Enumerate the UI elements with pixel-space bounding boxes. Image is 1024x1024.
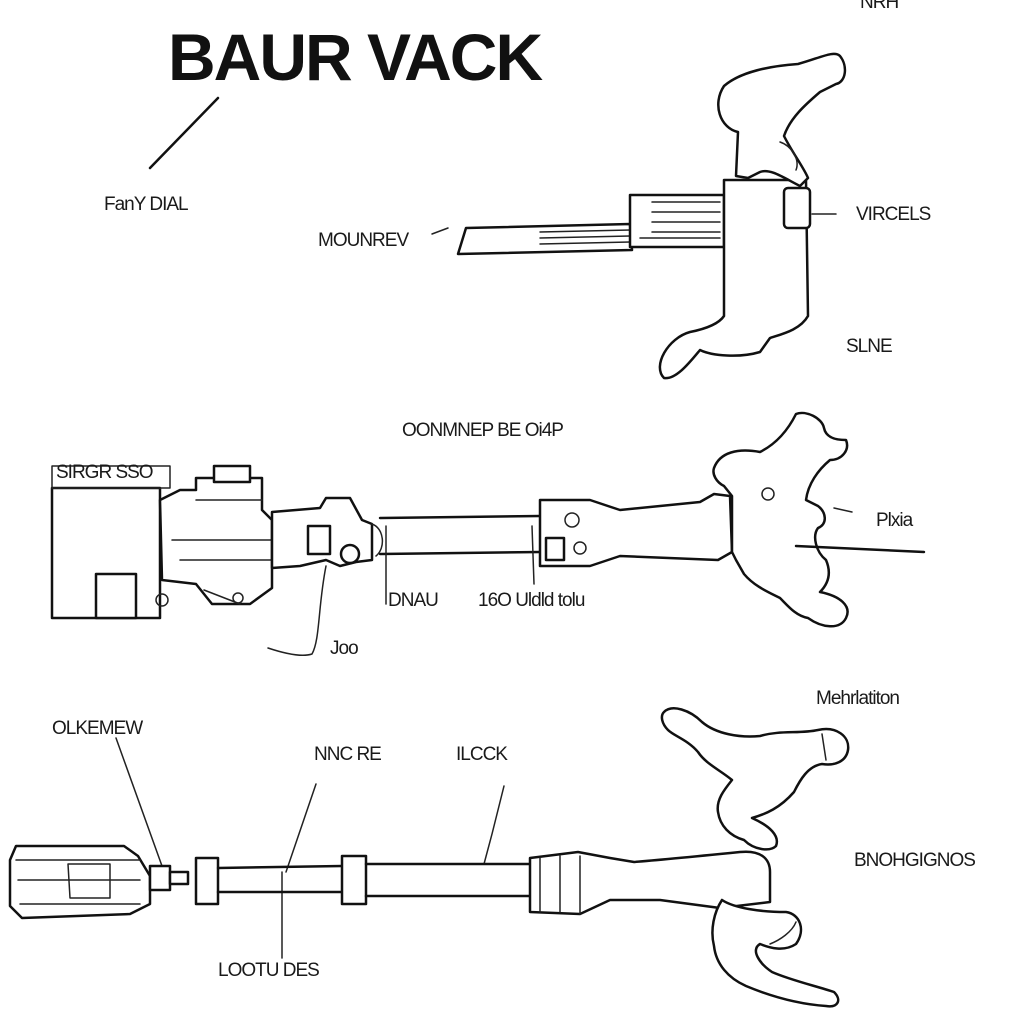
floor-head [528, 850, 772, 916]
wand [216, 864, 344, 894]
label-fan-dial: FanY DIAL [104, 194, 188, 215]
nozzle [456, 222, 634, 256]
title-leader-line [148, 96, 220, 170]
label-joo: Joo [330, 638, 358, 659]
label-plus: Plxia [876, 510, 914, 531]
left-box-inner [94, 572, 138, 620]
middle-assembly [50, 411, 926, 657]
label-connector: OONMNEP BE Oi4P [402, 420, 563, 441]
canister [8, 844, 152, 920]
top-vacuum-assembly [456, 52, 847, 380]
bottom-assembly [8, 707, 850, 1008]
motor-unit [158, 476, 274, 606]
wand-clamp-left [194, 856, 220, 906]
side-clip [782, 186, 812, 230]
right-head [712, 411, 849, 628]
label-lootu: LOOTU DES [218, 960, 319, 981]
diagram-title: BAUR VACK [168, 20, 543, 94]
operator-arm-top [660, 707, 850, 851]
motor-housing [658, 178, 810, 380]
label-lock: ILCCK [456, 744, 508, 765]
label-top-right-partial: NRH [860, 0, 898, 13]
label-box: SIRGR SSO [56, 462, 153, 483]
label-motor: MOUNREV [318, 230, 409, 251]
label-dna: DNAU [388, 590, 438, 611]
handle [717, 52, 847, 188]
connector-block [628, 193, 726, 249]
label-vacuum-right: VIRCELS [856, 204, 931, 225]
operator-arm-bottom [711, 898, 840, 1008]
label-mech: Mehrlatiton [816, 688, 899, 709]
label-sine: SLNE [846, 336, 892, 357]
wand-clamp-mid [340, 854, 368, 906]
label-nobe: NNC RE [314, 744, 381, 765]
label-brand: BNOHGIGNOS [854, 850, 975, 871]
label-overview: OLKEMEW [52, 718, 143, 739]
grip-section [538, 492, 734, 568]
label-flow: 16O Uldld tolu [478, 590, 585, 611]
tube [378, 514, 542, 556]
